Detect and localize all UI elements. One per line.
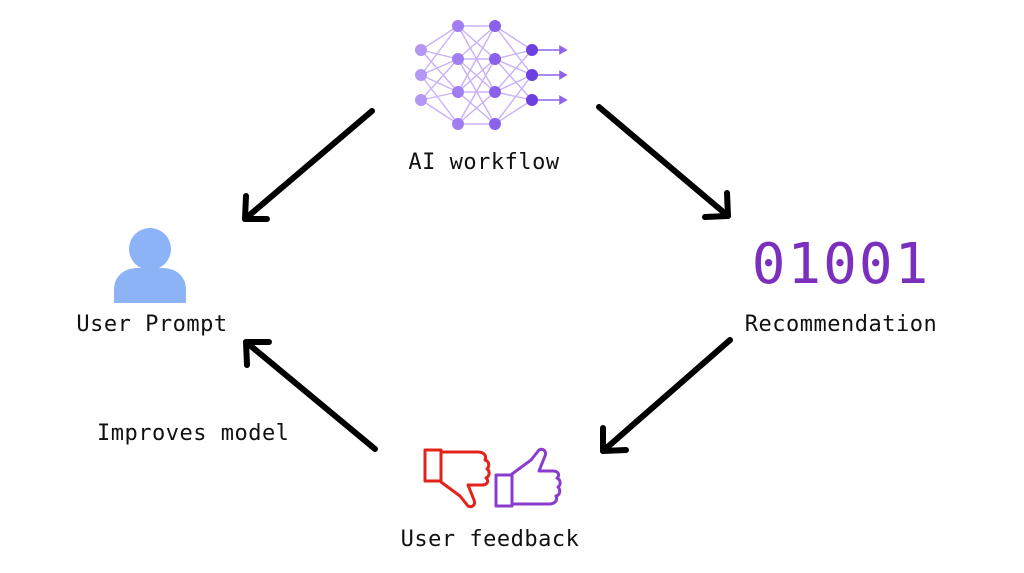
improves-model-label: Improves model [97, 421, 290, 446]
edge-feedback-to-prompt [243, 339, 378, 452]
edge-ai-to-recommendation [596, 104, 731, 220]
recommendation-label: Recommendation [744, 312, 938, 337]
user-prompt-label: User Prompt [76, 312, 228, 337]
ai-workflow-label: AI workflow [408, 150, 560, 175]
edge-ai-to-prompt [242, 108, 375, 222]
edge-recommendation-to-feedback [600, 337, 733, 454]
thumbs-up-icon [494, 447, 562, 508]
user-feedback-label: User feedback [400, 527, 580, 552]
thumbs-down-icon [423, 448, 491, 509]
binary-value: 01001 [751, 232, 931, 297]
